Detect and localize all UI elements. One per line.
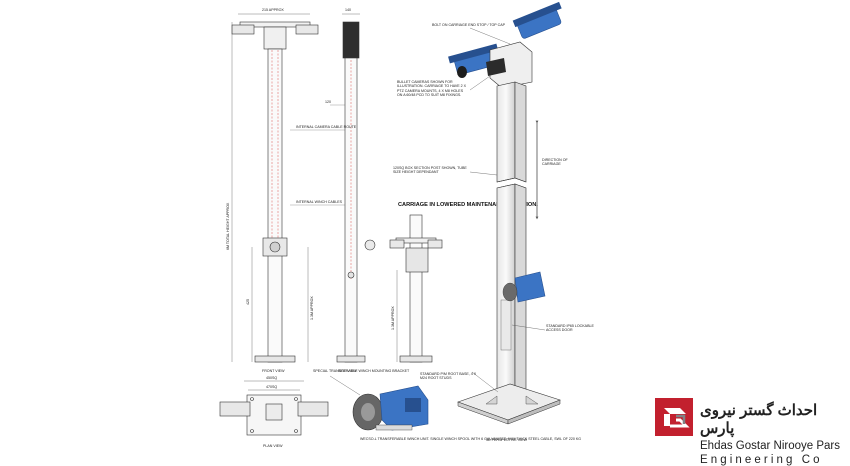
note-bracket: SPECIAL TRANSFERABLE WINCH MOUNTING BRAC… [313,369,410,373]
note-base-box: STANDARD P/M ROOT BASE, 4 X M24 ROOT STU… [420,372,477,381]
plan-view-label: PLAN VIEW [263,444,283,448]
company-name-en: Ehdas Gostar Nirooye Pars [700,440,840,452]
note-direction-box: DIRECTION OF CARRIAGE [542,158,568,167]
plan-dim1: 450SQ [266,376,277,380]
company-tagline: Engineering Co [700,454,823,466]
note-post: 120SQ BOX SECTION POST SHOWN, TUBE SIZE … [393,166,467,175]
lowered-view [364,214,443,363]
front-view [231,13,319,363]
note-bolt: BOLT ON CARRIAGE END STOP / TOP CAP [432,23,506,27]
company-logo-icon [655,398,693,436]
front-overall-height: 6M TOTAL HEIGHT APPROX [226,202,230,250]
front-top-dim: 215 APPROX [262,8,284,12]
note-winch: WECSO-L TRANSFERABLE WINCH UNIT. SINGLE … [360,437,581,441]
front-lower-dim2: 1.3M APPROX [310,296,314,320]
note-cameras-box: BULLET CAMERAS SHOWN FOR ILLUSTRATION. C… [397,80,467,98]
front-view-label: FRONT VIEW [262,369,285,373]
company-logo-text: احداث گستر نیروی پارس Ehdas Gostar Niroo… [700,401,850,466]
side-view [290,13,366,363]
note-camera-cable: INTERNAL CAMERA CABLE ROUTE [296,125,357,129]
note-post-box: 120SQ BOX SECTION POST SHOWN, TUBE SIZE … [393,166,467,175]
note-winch-cables: INTERNAL WINCH CABLES [296,200,343,204]
winch-detail: SPECIAL TRANSFERABLE WINCH MOUNTING BRAC… [313,369,581,441]
side-width-dim: 120 [325,100,331,104]
company-name-fa: احداث گستر نیروی پارس [700,402,818,437]
note-door-box: STANDARD IP65 LOCKABLE ACCESS DOOR [546,324,594,333]
note-base: STANDARD P/M ROOT BASE, 4 X M24 ROOT STU… [420,372,477,381]
note-door: STANDARD IP65 LOCKABLE ACCESS DOOR [546,324,594,333]
note-cameras: BULLET CAMERAS SHOWN FOR ILLUSTRATION. C… [397,80,467,98]
perspective-view-label: 3D PERSPECTIVE VIEW [486,438,528,442]
camera-right [512,1,562,39]
lowered-title: CARRIAGE IN LOWERED MAINTENANCE POSITION… [398,202,538,208]
side-view-label: SIDE VIEW [338,369,357,373]
plan-view [219,380,329,436]
plan-dim2: 470SQ [266,385,277,389]
front-lower-dim: 425 [246,299,250,305]
note-direction: DIRECTION OF CARRIAGE [542,158,568,167]
technical-drawing: 215 APPROX 6M TOTAL HEIGHT APPROX 425 1.… [219,1,693,448]
side-top-dim: 140 [345,8,351,12]
perspective-view [448,1,562,425]
lowered-dim: 1.3M APPROX [391,306,395,330]
